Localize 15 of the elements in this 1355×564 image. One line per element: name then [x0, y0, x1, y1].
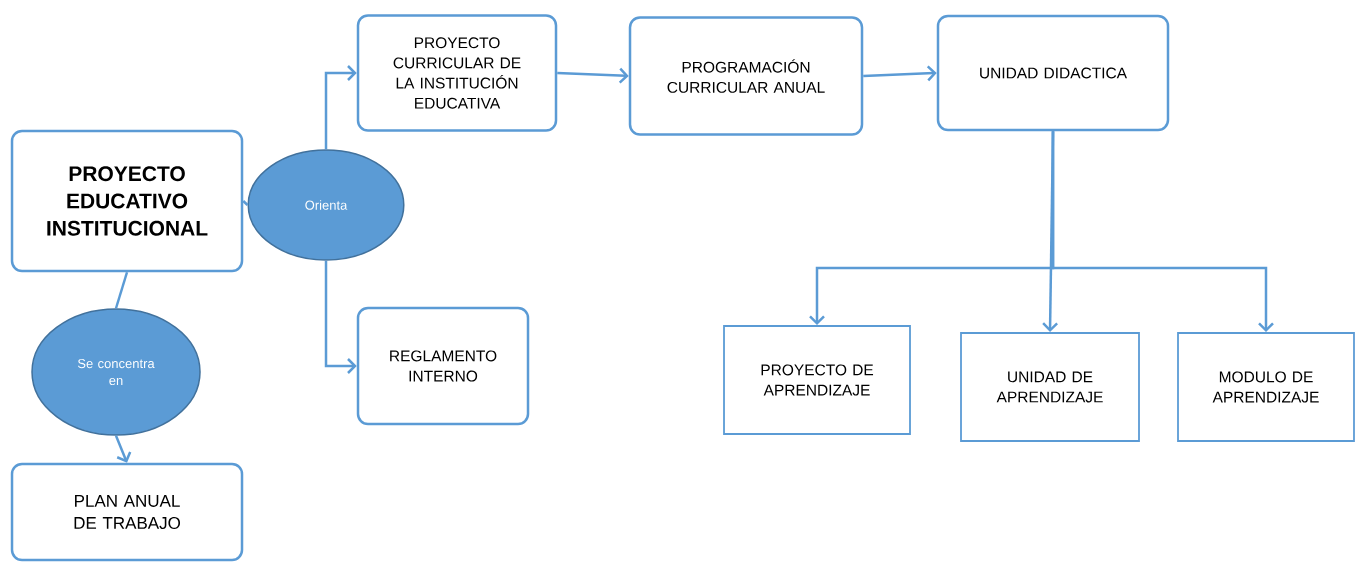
- process-box: MODULO DE APRENDIZAJE: [1177, 332, 1355, 442]
- process-box: UNIDAD DE APRENDIZAJE: [960, 332, 1140, 442]
- arrow: [557, 67, 629, 84]
- arrow: [1051, 131, 1274, 333]
- process-box: UNIDAD DIDACTICA: [936, 14, 1170, 132]
- process-box: PROYECTO CURRICULAR DE LA INSTITUCIÓN EDUCATIVA: [356, 14, 558, 132]
- process-box: REGLAMENTO INTERNO: [356, 306, 530, 426]
- process-box: PROYECTO EDUCATIVO INSTITUCIONAL: [10, 129, 244, 273]
- process-box: PLAN ANUAL DE TRABAJO: [10, 462, 244, 562]
- arrow: [324, 260, 357, 374]
- arrow: [863, 65, 937, 82]
- process-box: PROYECTO DE APRENDIZAJE: [723, 325, 911, 435]
- process-box: PROGRAMACIÓN CURRICULAR ANUAL: [628, 16, 864, 136]
- arrow: [114, 435, 132, 463]
- arrow: [324, 65, 357, 150]
